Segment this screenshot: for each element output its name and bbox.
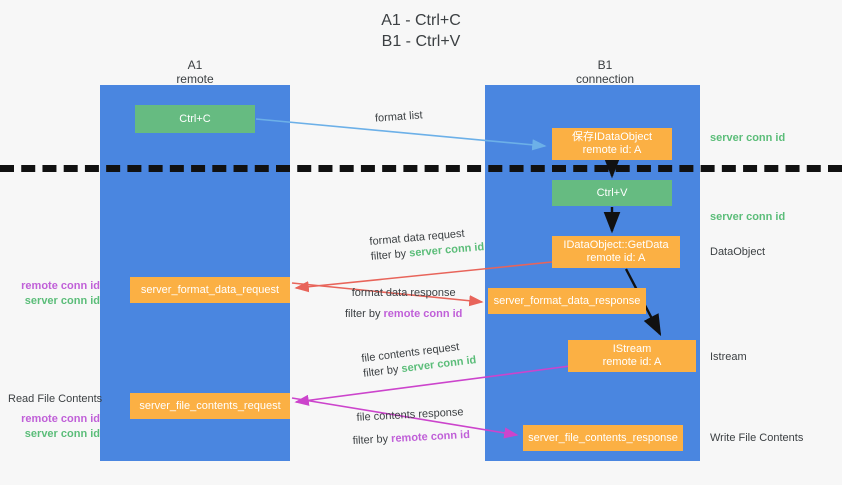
label-filter-by-1: filter by: [370, 247, 407, 263]
box-server-file-contents-request-label: server_file_contents_request: [139, 399, 281, 412]
box-istream[interactable]: IStream remote id: A: [568, 340, 696, 372]
label-remote-conn-id-2: remote conn id: [21, 413, 100, 425]
box-server-file-contents-request[interactable]: server_file_contents_request: [130, 393, 290, 419]
box-server-format-data-request-label: server_format_data_request: [140, 283, 280, 296]
phase-divider: [0, 165, 842, 172]
label-server-conn-id-top: server conn id: [710, 132, 786, 144]
lane-header-b1: B1 connection: [540, 58, 670, 86]
box-ctrl-v[interactable]: Ctrl+V: [552, 180, 672, 206]
box-ctrl-c-label: Ctrl+C: [179, 112, 211, 125]
label-format-data-response-block: format data response filter by remote co…: [345, 286, 462, 322]
box-server-format-data-response[interactable]: server_format_data_response: [488, 288, 646, 314]
box-idataobject-getdata-label: IDataObject::GetData: [563, 239, 669, 251]
label-conn-ids-top: remote conn id server conn id: [8, 279, 100, 309]
label-format-data-request-block: format data request filter by server con…: [369, 225, 485, 265]
lane-b1-subtitle: connection: [575, 72, 635, 86]
box-server-file-contents-response[interactable]: server_file_contents_response: [523, 425, 683, 451]
label-filter-by-2: filter by: [345, 308, 381, 320]
box-save-idataobject-label: 保存IDataObject: [571, 131, 653, 143]
box-save-idataobject[interactable]: 保存IDataObject remote id: A: [552, 128, 672, 160]
label-file-contents-response: file contents response: [356, 406, 464, 424]
label-file-contents-response-block: file contents response filter by remote …: [351, 405, 470, 449]
label-filter-by-3: filter by: [362, 363, 400, 380]
label-remote-conn-id-1: remote conn id: [21, 280, 100, 292]
label-filter-by-4: filter by: [352, 433, 389, 448]
label-format-data-response: format data response: [351, 287, 456, 299]
diagram-title: A1 - Ctrl+C B1 - Ctrl+V: [0, 10, 842, 52]
label-read-file-contents: Read File Contents: [8, 393, 103, 405]
box-server-format-data-response-label: server_format_data_response: [493, 294, 641, 307]
label-server-conn-id-2: server conn id: [24, 428, 100, 440]
label-server-conn-id-1: server conn id: [24, 295, 100, 307]
lane-header-a1: A1 remote: [130, 58, 260, 86]
box-server-file-contents-response-label: server_file_contents_response: [528, 431, 678, 444]
lane-a1-subtitle: remote: [176, 72, 214, 86]
box-idataobject-getdata[interactable]: IDataObject::GetData remote id: A: [552, 236, 680, 268]
label-format-list: format list: [374, 109, 424, 125]
box-ctrl-c[interactable]: Ctrl+C: [135, 105, 255, 133]
box-istream-label: IStream: [612, 343, 652, 355]
label-filter-remote-conn-id-2: remote conn id: [390, 428, 471, 446]
title-line-2: B1 - Ctrl+V: [381, 33, 461, 50]
label-conn-ids-bottom: remote conn id server conn id: [8, 412, 100, 442]
box-save-idataobject-sub: remote id: A: [582, 144, 642, 156]
box-idataobject-getdata-sub: remote id: A: [586, 252, 646, 264]
label-server-conn-id-mid: server conn id: [710, 211, 786, 223]
box-istream-sub: remote id: A: [602, 356, 662, 368]
lane-a1-name: A1: [187, 58, 203, 72]
lane-b1-name: B1: [597, 58, 613, 72]
box-ctrl-v-label: Ctrl+V: [596, 186, 628, 199]
label-filter-remote-conn-id-1: remote conn id: [383, 308, 463, 320]
box-server-format-data-request[interactable]: server_format_data_request: [130, 277, 290, 303]
label-file-contents-request-block: file contents request filter by server c…: [361, 338, 478, 382]
label-write-file-contents: Write File Contents: [710, 432, 804, 444]
title-line-1: A1 - Ctrl+C: [381, 12, 461, 29]
label-dataobject: DataObject: [710, 246, 766, 258]
label-istream: Istream: [710, 351, 747, 363]
